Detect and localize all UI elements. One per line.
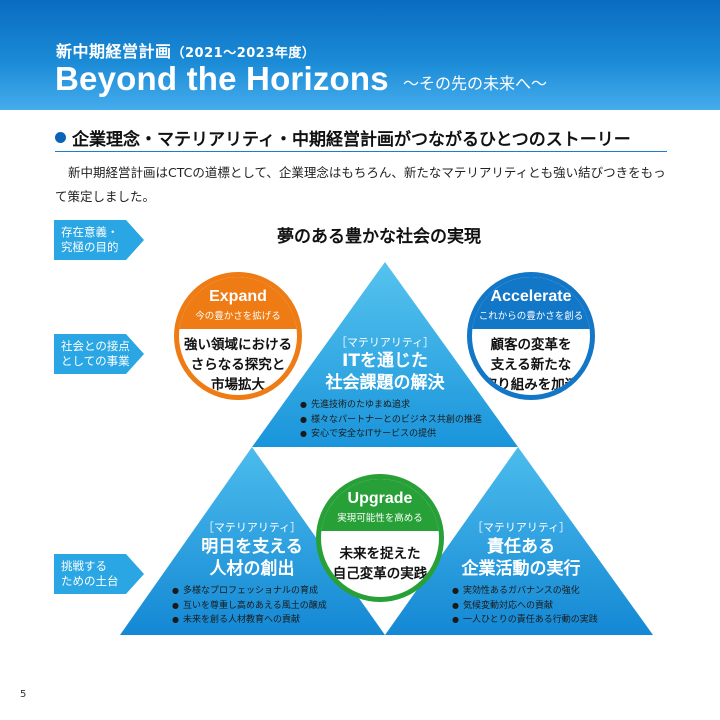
- upgrade-cap: Upgrade 実現可能性を高める: [321, 479, 439, 531]
- upgrade-body: 未来を捉えた自己変革の実践: [332, 546, 428, 582]
- tag-purpose: 存在意義・究極の目的: [54, 220, 144, 260]
- expand-circle: Expand 今の豊かさを拡げる 強い領域におけるさらなる探究と市場拡大: [174, 272, 302, 400]
- list-item: 気候変動対応への貢献: [452, 599, 598, 614]
- list-item: 未来を創る人材教育への貢献: [172, 613, 327, 628]
- right-materiality-label: ［マテリアリティ］: [471, 521, 571, 534]
- list-item: 多様なプロフェッショナルの育成: [172, 584, 327, 599]
- tag-business: 社会との接点としての事業: [54, 334, 144, 374]
- right-bullet-list: 実効性あるガバナンスの強化 気候変動対応への貢献 一人ひとりの責任ある行動の実践: [452, 584, 598, 628]
- list-item: 実効性あるガバナンスの強化: [452, 584, 598, 599]
- expand-title: Expand: [209, 288, 267, 305]
- expand-body: 強い領域におけるさらなる探究と市場拡大: [184, 337, 292, 393]
- right-materiality-title: 責任ある企業活動の実行: [461, 537, 581, 579]
- tag-foundation: 挑戦するための土台: [54, 554, 144, 594]
- accelerate-cap: Accelerate これからの豊かさを創る: [472, 277, 590, 329]
- plan-years: （2021〜2023年度）: [171, 46, 316, 61]
- list-item: 一人ひとりの責任ある行動の実践: [452, 613, 598, 628]
- section-heading: 企業理念・マテリアリティ・中期経営計画がつながるひとつのストーリー: [72, 130, 631, 150]
- plan-title: 新中期経営計画（2021〜2023年度）: [56, 42, 316, 61]
- list-item: 安心で安全なITサービスの提供: [300, 427, 482, 442]
- intro-text: 新中期経営計画はCTCの道標として、企業理念はもちろん、新たなマテリアリティとも…: [55, 165, 666, 204]
- upgrade-title: Upgrade: [347, 490, 413, 507]
- top-materiality-label: ［マテリアリティ］: [335, 336, 435, 349]
- left-bullet-list: 多様なプロフェッショナルの育成 互いを尊重し高めあえる風土の醸成 未来を創る人材…: [172, 584, 327, 628]
- page-header: 新中期経営計画（2021〜2023年度） Beyond the Horizons…: [0, 0, 720, 110]
- upgrade-subtitle: 実現可能性を高める: [337, 513, 423, 524]
- main-title: Beyond the Horizons: [55, 60, 389, 97]
- expand-cap: Expand 今の豊かさを拡げる: [179, 277, 297, 329]
- list-item: 先進技術のたゆまぬ追求: [300, 398, 482, 413]
- top-materiality-title: ITを通じた社会課題の解決: [325, 351, 445, 393]
- left-materiality-label: ［マテリアリティ］: [202, 521, 302, 534]
- accelerate-body: 顧客の変革を支える新たな取り組みを加速: [483, 337, 579, 393]
- top-bullet-list: 先進技術のたゆまぬ追求 様々なパートナーとのビジネス共創の推進 安心で安全なIT…: [300, 398, 482, 442]
- accelerate-title: Accelerate: [490, 288, 572, 305]
- left-materiality-title: 明日を支える人材の創出: [201, 537, 303, 579]
- page-number: 5: [20, 689, 27, 700]
- accelerate-circle: Accelerate これからの豊かさを創る 顧客の変革を支える新たな取り組みを…: [467, 272, 595, 400]
- list-item: 様々なパートナーとのビジネス共創の推進: [300, 413, 482, 428]
- main-subtitle: 〜その先の未来へ〜: [403, 74, 548, 93]
- expand-subtitle: 今の豊かさを拡げる: [195, 311, 281, 322]
- accelerate-subtitle: これからの豊かさを創る: [478, 311, 584, 322]
- section-divider: [55, 151, 667, 152]
- goal-title: 夢のある豊かな社会の実現: [277, 227, 481, 247]
- section-bullet-icon: [55, 132, 66, 143]
- list-item: 互いを尊重し高めあえる風土の醸成: [172, 599, 327, 614]
- upgrade-circle: Upgrade 実現可能性を高める 未来を捉えた自己変革の実践: [316, 474, 444, 602]
